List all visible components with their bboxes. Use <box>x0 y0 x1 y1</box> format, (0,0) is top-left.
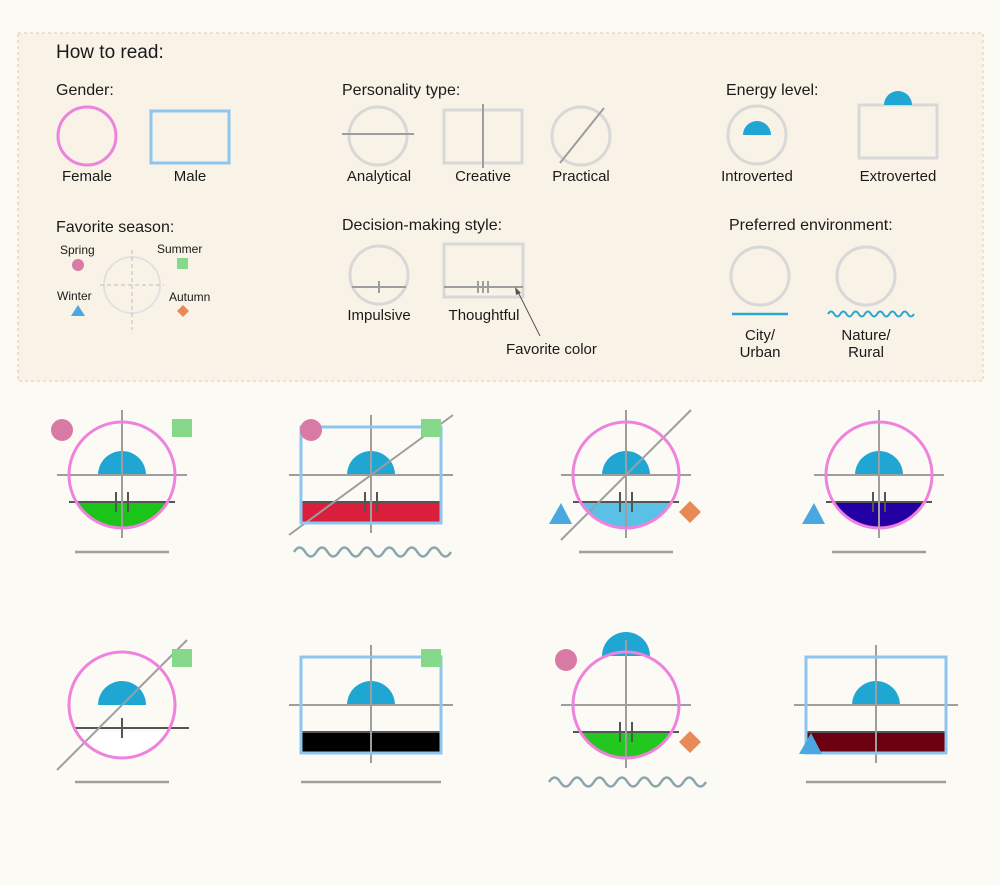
female-outline <box>571 650 681 760</box>
summer-label: Summer <box>157 242 202 256</box>
practical-line <box>560 409 692 541</box>
glyph-3 <box>549 409 701 554</box>
nature-label-1: Nature/ <box>841 327 891 344</box>
legend-heading: How to read: <box>56 42 164 63</box>
practical-line <box>56 639 188 771</box>
female-label: Female <box>62 168 112 185</box>
summer-symbol <box>177 258 188 269</box>
impulsive-symbol <box>348 244 410 306</box>
male-label: Male <box>174 168 207 185</box>
summer-marker <box>421 649 441 667</box>
favorite-color-pointer <box>516 289 541 337</box>
creative-label: Creative <box>455 168 511 185</box>
extroverted-label: Extroverted <box>860 168 937 185</box>
male-outline <box>299 425 443 525</box>
energy-title: Energy level: <box>726 82 819 99</box>
winter-label: Winter <box>57 289 92 303</box>
nature-wave <box>547 776 708 788</box>
winter-marker <box>799 733 822 754</box>
favorite-color-label: Favorite color <box>506 341 597 358</box>
summer-marker <box>421 419 441 437</box>
season-title: Favorite season: <box>56 219 174 236</box>
autumn-label: Autumn <box>169 290 210 304</box>
glyph-1 <box>51 410 192 554</box>
male-outline <box>804 655 948 755</box>
legend-box <box>17 32 984 382</box>
energy-dome <box>98 681 146 705</box>
analytical-label: Analytical <box>347 168 411 185</box>
city-symbol <box>729 245 791 307</box>
thoughtful-symbol <box>442 242 525 299</box>
nature-wave <box>292 546 453 558</box>
female-outline <box>67 650 177 760</box>
autumn-symbol <box>177 305 189 317</box>
practical-symbol <box>550 105 612 167</box>
city-label-1: City/ <box>745 327 776 344</box>
nature-symbol <box>835 245 897 307</box>
winter-marker <box>549 503 572 524</box>
practical-line <box>559 107 605 164</box>
glyph-grid <box>51 409 958 788</box>
nature-wave <box>827 310 915 318</box>
decision-title: Decision-making style: <box>342 217 502 234</box>
glyph-7 <box>547 632 708 788</box>
introverted-label: Introverted <box>721 168 793 185</box>
introverted-symbol <box>726 104 788 166</box>
female-outline <box>571 420 681 530</box>
favorite-color-arrowhead <box>515 287 521 295</box>
summer-marker <box>172 649 192 667</box>
practical-label: Practical <box>552 168 610 185</box>
legend-panel: How to read: Gender: Female Male Persona… <box>17 32 984 382</box>
male-outline <box>299 655 443 755</box>
personality-title: Personality type: <box>342 82 460 99</box>
extroverted-dome <box>884 91 912 105</box>
glyph-5 <box>56 639 192 784</box>
spring-symbol <box>72 259 84 271</box>
female-symbol <box>56 105 118 167</box>
city-label-2: Urban <box>740 344 781 361</box>
impulsive-label: Impulsive <box>347 307 410 324</box>
male-symbol <box>149 109 231 165</box>
gender-title: Gender: <box>56 82 114 99</box>
female-outline <box>824 420 934 530</box>
spring-marker <box>555 649 577 671</box>
introverted-dome <box>743 121 771 135</box>
female-outline <box>67 420 177 530</box>
glyph-8 <box>794 645 958 784</box>
spring-label: Spring <box>60 243 95 257</box>
glyph-6 <box>289 645 453 784</box>
spring-marker <box>51 419 73 441</box>
environment-title: Preferred environment: <box>729 217 893 234</box>
spring-marker <box>300 419 322 441</box>
summer-marker <box>172 419 192 437</box>
autumn-marker <box>679 731 701 753</box>
winter-marker <box>802 503 825 524</box>
glyph-4 <box>802 410 944 554</box>
winter-symbol <box>71 305 85 316</box>
glyph-2 <box>288 414 454 558</box>
thoughtful-label: Thoughtful <box>449 307 520 324</box>
autumn-marker <box>679 501 701 523</box>
analytical-symbol <box>347 105 409 167</box>
nature-label-2: Rural <box>848 344 884 361</box>
